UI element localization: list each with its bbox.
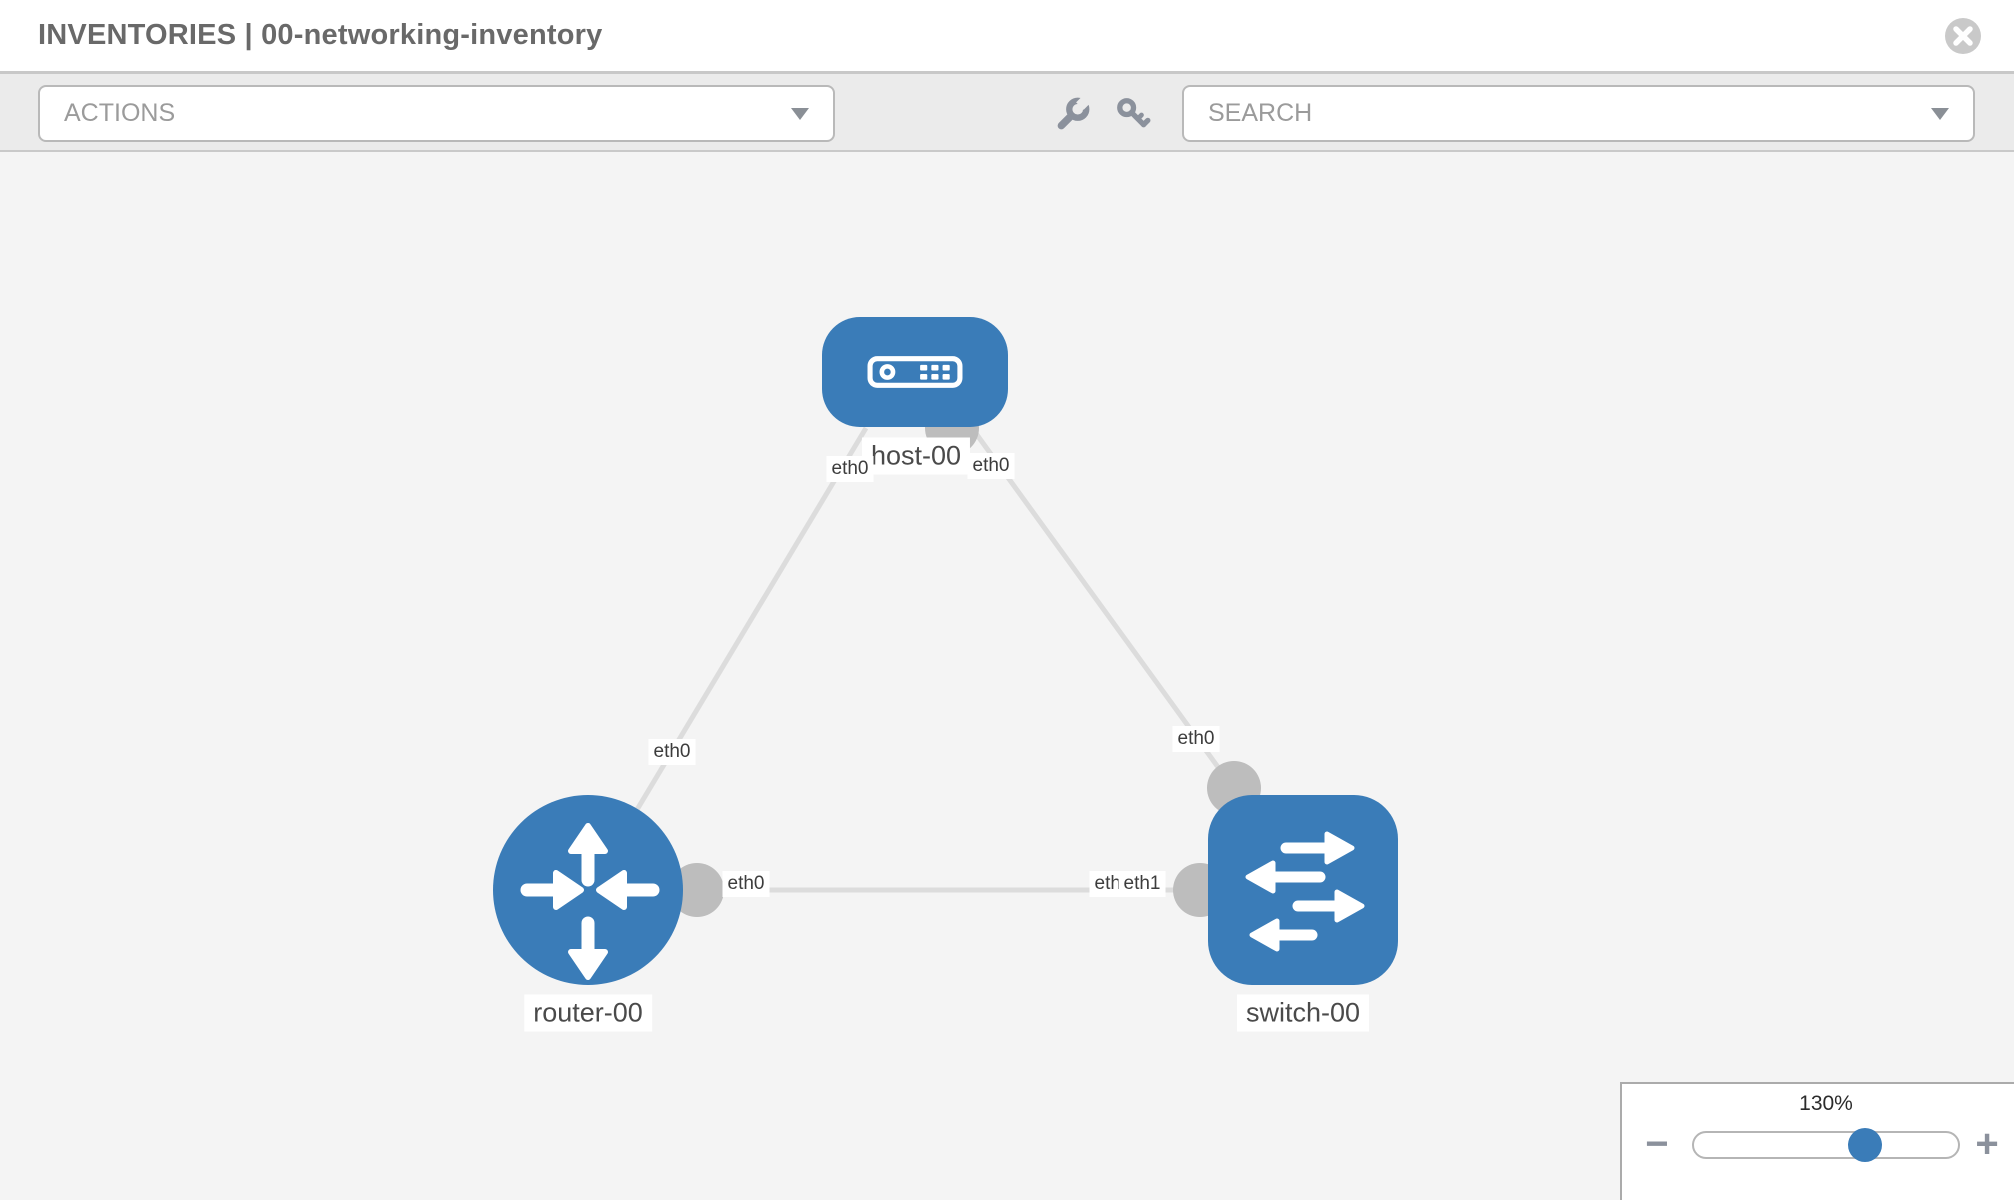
key-icon[interactable] xyxy=(1115,96,1151,132)
node-switch-00[interactable] xyxy=(1208,795,1398,985)
zoom-out-button[interactable]: − xyxy=(1645,1122,1669,1166)
interface-label-switch-left-eth1: eth1 xyxy=(1118,871,1166,897)
switch-icon xyxy=(1245,831,1365,952)
chevron-down-icon xyxy=(791,107,809,120)
zoom-slider-track[interactable] xyxy=(1692,1131,1960,1159)
header: INVENTORIES | 00-networking-inventory xyxy=(0,0,2014,74)
page-title: INVENTORIES | 00-networking-inventory xyxy=(38,19,603,51)
toolbar: ACTIONS SEARCH xyxy=(0,74,2014,152)
topology-canvas[interactable]: host-00 router-00 switch-00 eth0 eth0 et… xyxy=(0,152,2014,1200)
topology-edges xyxy=(593,401,1261,917)
node-label-host: host-00 xyxy=(861,437,971,475)
host-icon xyxy=(867,356,963,388)
actions-dropdown[interactable]: ACTIONS xyxy=(38,85,835,142)
wrench-icon[interactable] xyxy=(1055,96,1091,132)
interface-label-host-right: eth0 xyxy=(967,453,1015,479)
node-host-00[interactable] xyxy=(822,317,1008,427)
node-label-router: router-00 xyxy=(524,994,652,1032)
search-dropdown-label: SEARCH xyxy=(1208,99,1313,127)
port-router-right xyxy=(670,863,724,917)
node-router-00[interactable] xyxy=(493,795,683,985)
router-icon xyxy=(520,823,660,980)
zoom-control-panel: 130% − + xyxy=(1620,1082,2014,1200)
link-host-switch xyxy=(969,426,1255,816)
search-dropdown[interactable]: SEARCH xyxy=(1182,85,1975,142)
interface-label-router-top: eth0 xyxy=(648,739,696,765)
node-label-switch: switch-00 xyxy=(1236,994,1370,1032)
zoom-in-button[interactable]: + xyxy=(1975,1122,1999,1166)
zoom-slider-thumb[interactable] xyxy=(1848,1128,1882,1162)
chevron-down-icon xyxy=(1931,107,1949,120)
interface-label-switch-top: eth0 xyxy=(1172,726,1220,752)
zoom-level-value: 130% xyxy=(1799,1092,1853,1115)
actions-dropdown-label: ACTIONS xyxy=(64,99,176,127)
link-host-router xyxy=(593,426,869,880)
interface-label-router-right: eth0 xyxy=(722,871,770,897)
interface-label-host-left: eth0 xyxy=(826,456,874,482)
close-icon[interactable] xyxy=(1944,17,1982,55)
